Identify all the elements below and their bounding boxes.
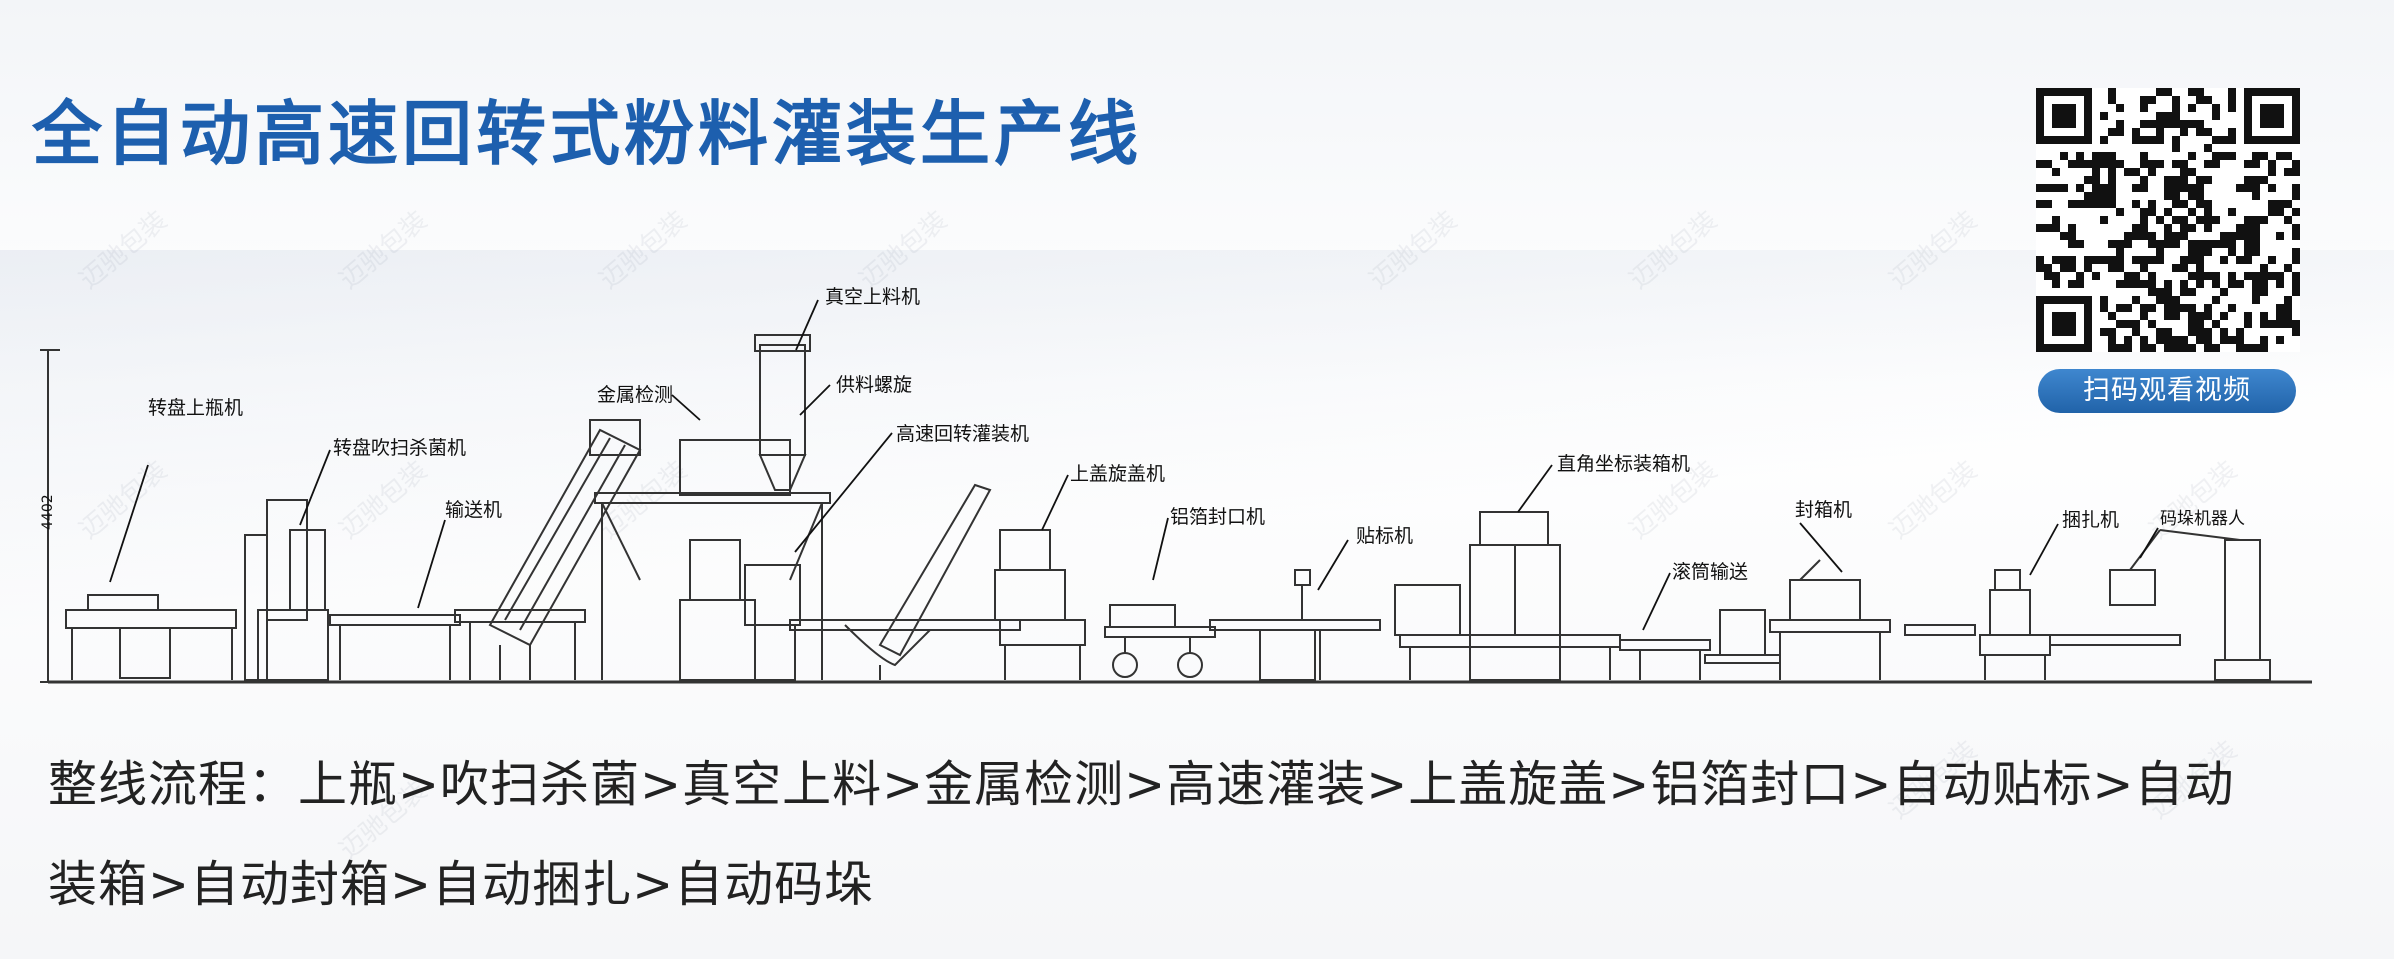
label-rotary-filler: 高速回转灌装机 (896, 423, 1029, 445)
label-metal-detection: 金属检测 (597, 384, 673, 406)
conveyor-segment-2 (789, 483, 1021, 680)
production-line-diagram: 4402 (40, 286, 2312, 684)
qr-code[interactable] (2036, 88, 2300, 352)
label-conveyor: 输送机 (445, 499, 502, 521)
roller-conveyor-machine (1619, 609, 1781, 680)
turntable-bottle-loader-machine (65, 594, 237, 680)
process-flow-text: 整线流程：上瓶>吹扫杀菌>真空上料>金属检测>高速灌装>上盖旋盖>铝箔封口>自动… (48, 735, 2368, 935)
label-cap-screwing: 上盖旋盖机 (1070, 463, 1165, 485)
process-flow-line-1: 整线流程：上瓶>吹扫杀菌>真空上料>金属检测>高速灌装>上盖旋盖>铝箔封口>自动… (48, 756, 2235, 813)
cap-screwing-machine (994, 529, 1086, 680)
label-turntable-blow-sterilizer: 转盘吹扫杀菌机 (333, 437, 466, 459)
turntable-blow-sterilizer-machine (244, 499, 329, 681)
process-flow-line-2: 装箱>自动封箱>自动捆扎>自动码垛 (48, 856, 875, 913)
label-roller-conveyor: 滚筒输送 (1672, 561, 1748, 583)
page-title: 全自动高速回转式粉料灌装生产线 (32, 93, 1142, 175)
label-feed-screw: 供料螺旋 (836, 374, 912, 396)
height-dimension-value: 4402 (40, 494, 56, 530)
strapping-machine (1904, 569, 2051, 680)
label-foil-sealer: 铝箔封口机 (1170, 506, 1265, 528)
qr-code-image (2036, 88, 2300, 352)
cartesian-casepacker-machine (1394, 511, 1621, 681)
label-cartesian-casepacker: 直角坐标装箱机 (1557, 453, 1690, 475)
label-case-sealer: 封箱机 (1795, 499, 1852, 521)
palletizing-robot-machine (2049, 529, 2271, 681)
labeler-machine (1209, 569, 1381, 681)
label-palletizing-robot: 码垛机器人 (2160, 509, 2245, 529)
rotary-filler-machine (594, 334, 831, 681)
label-strapping-machine: 捆扎机 (2062, 509, 2119, 531)
height-dimension: 4402 (40, 349, 60, 683)
label-turntable-bottle-loader: 转盘上瓶机 (148, 397, 243, 419)
watch-video-button[interactable]: 扫码观看视频 (2038, 369, 2296, 413)
conveyor-machine (329, 609, 586, 680)
foil-sealer-machine (1104, 604, 1216, 678)
label-vacuum-loader: 真空上料机 (825, 286, 920, 308)
case-sealer-machine (1769, 559, 1891, 680)
metal-detection-elevator (488, 419, 642, 680)
label-labeler: 贴标机 (1356, 525, 1413, 547)
